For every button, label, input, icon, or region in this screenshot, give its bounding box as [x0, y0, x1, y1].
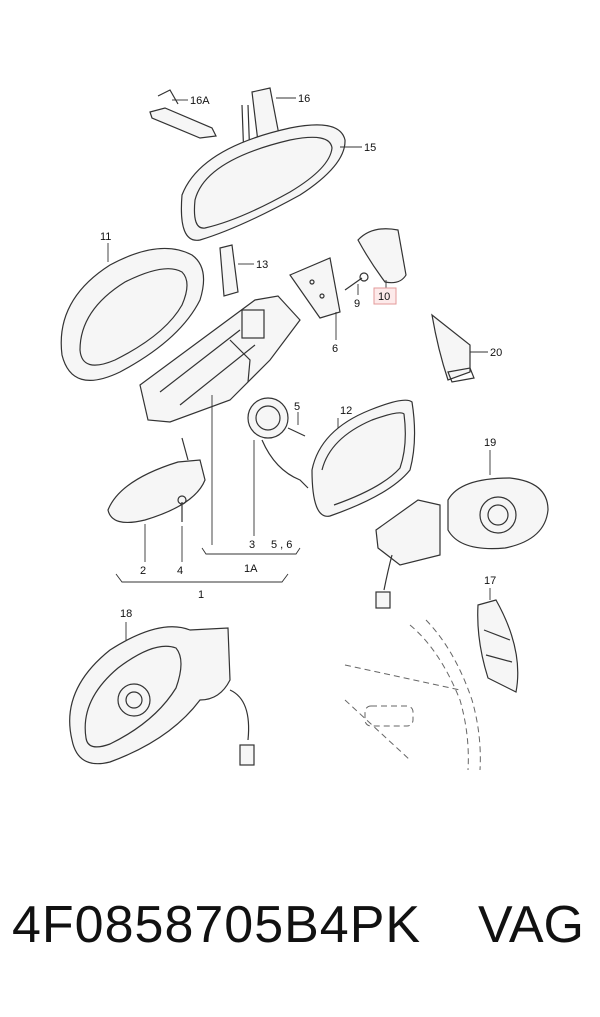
part-mirror-bracket	[139, 295, 301, 423]
callout-13: 13	[256, 259, 268, 271]
callout-16: 16	[298, 93, 310, 105]
brace-1A	[201, 547, 301, 555]
callout-19: 19	[484, 437, 496, 449]
callout-1: 1	[198, 589, 204, 601]
part-4-screw	[177, 495, 187, 562]
callout-18: 18	[120, 608, 132, 620]
part-20-cap	[431, 313, 488, 383]
part-2-base-cover	[107, 437, 206, 562]
callout-9: 9	[354, 298, 360, 310]
callout-2: 2	[140, 565, 146, 577]
callout-15: 15	[364, 142, 376, 154]
callout-20: 20	[490, 347, 502, 359]
callout-17: 17	[484, 575, 496, 587]
part-16A-sensor-strip	[149, 89, 217, 139]
part-number: 4F0858705B4PK	[12, 896, 422, 954]
brace-1	[115, 573, 289, 583]
part-6-mounting-plate	[289, 257, 341, 340]
part-18-mirror-assembly	[69, 622, 255, 766]
callout-5-6: 5 , 6	[271, 539, 292, 551]
callout-11: 11	[100, 231, 111, 243]
callout-5: 5	[294, 401, 300, 413]
callout-4: 4	[177, 565, 183, 577]
part-13-cover-clip	[219, 244, 254, 297]
part-10-trim-cover	[357, 228, 407, 290]
exploded-parts-diagram: 16A 16 15 11 13 6 9	[60, 87, 549, 771]
part-5-screw	[287, 412, 306, 437]
part-adjustment-motor	[247, 397, 309, 489]
callout-16A: 16A	[190, 95, 210, 107]
callout-3: 3	[249, 539, 255, 551]
part-12-mirror-glass	[311, 399, 416, 517]
callout-10-highlight-box	[373, 287, 397, 305]
door-outline	[344, 619, 481, 771]
callout-12: 12	[340, 405, 352, 417]
footer: 4F0858705B4PK VAG	[0, 895, 600, 985]
part-9-screw	[344, 272, 369, 295]
part-19-mirror-assembly	[375, 450, 549, 609]
callout-6: 6	[332, 343, 338, 355]
part-15-rearview-mirror	[180, 124, 362, 241]
part-17-triangle-trim	[477, 588, 519, 693]
part-11-mirror-housing	[60, 243, 205, 381]
brand-name: VAG	[478, 896, 584, 954]
callout-10: 10	[378, 291, 390, 303]
callout-1A: 1A	[244, 563, 258, 575]
